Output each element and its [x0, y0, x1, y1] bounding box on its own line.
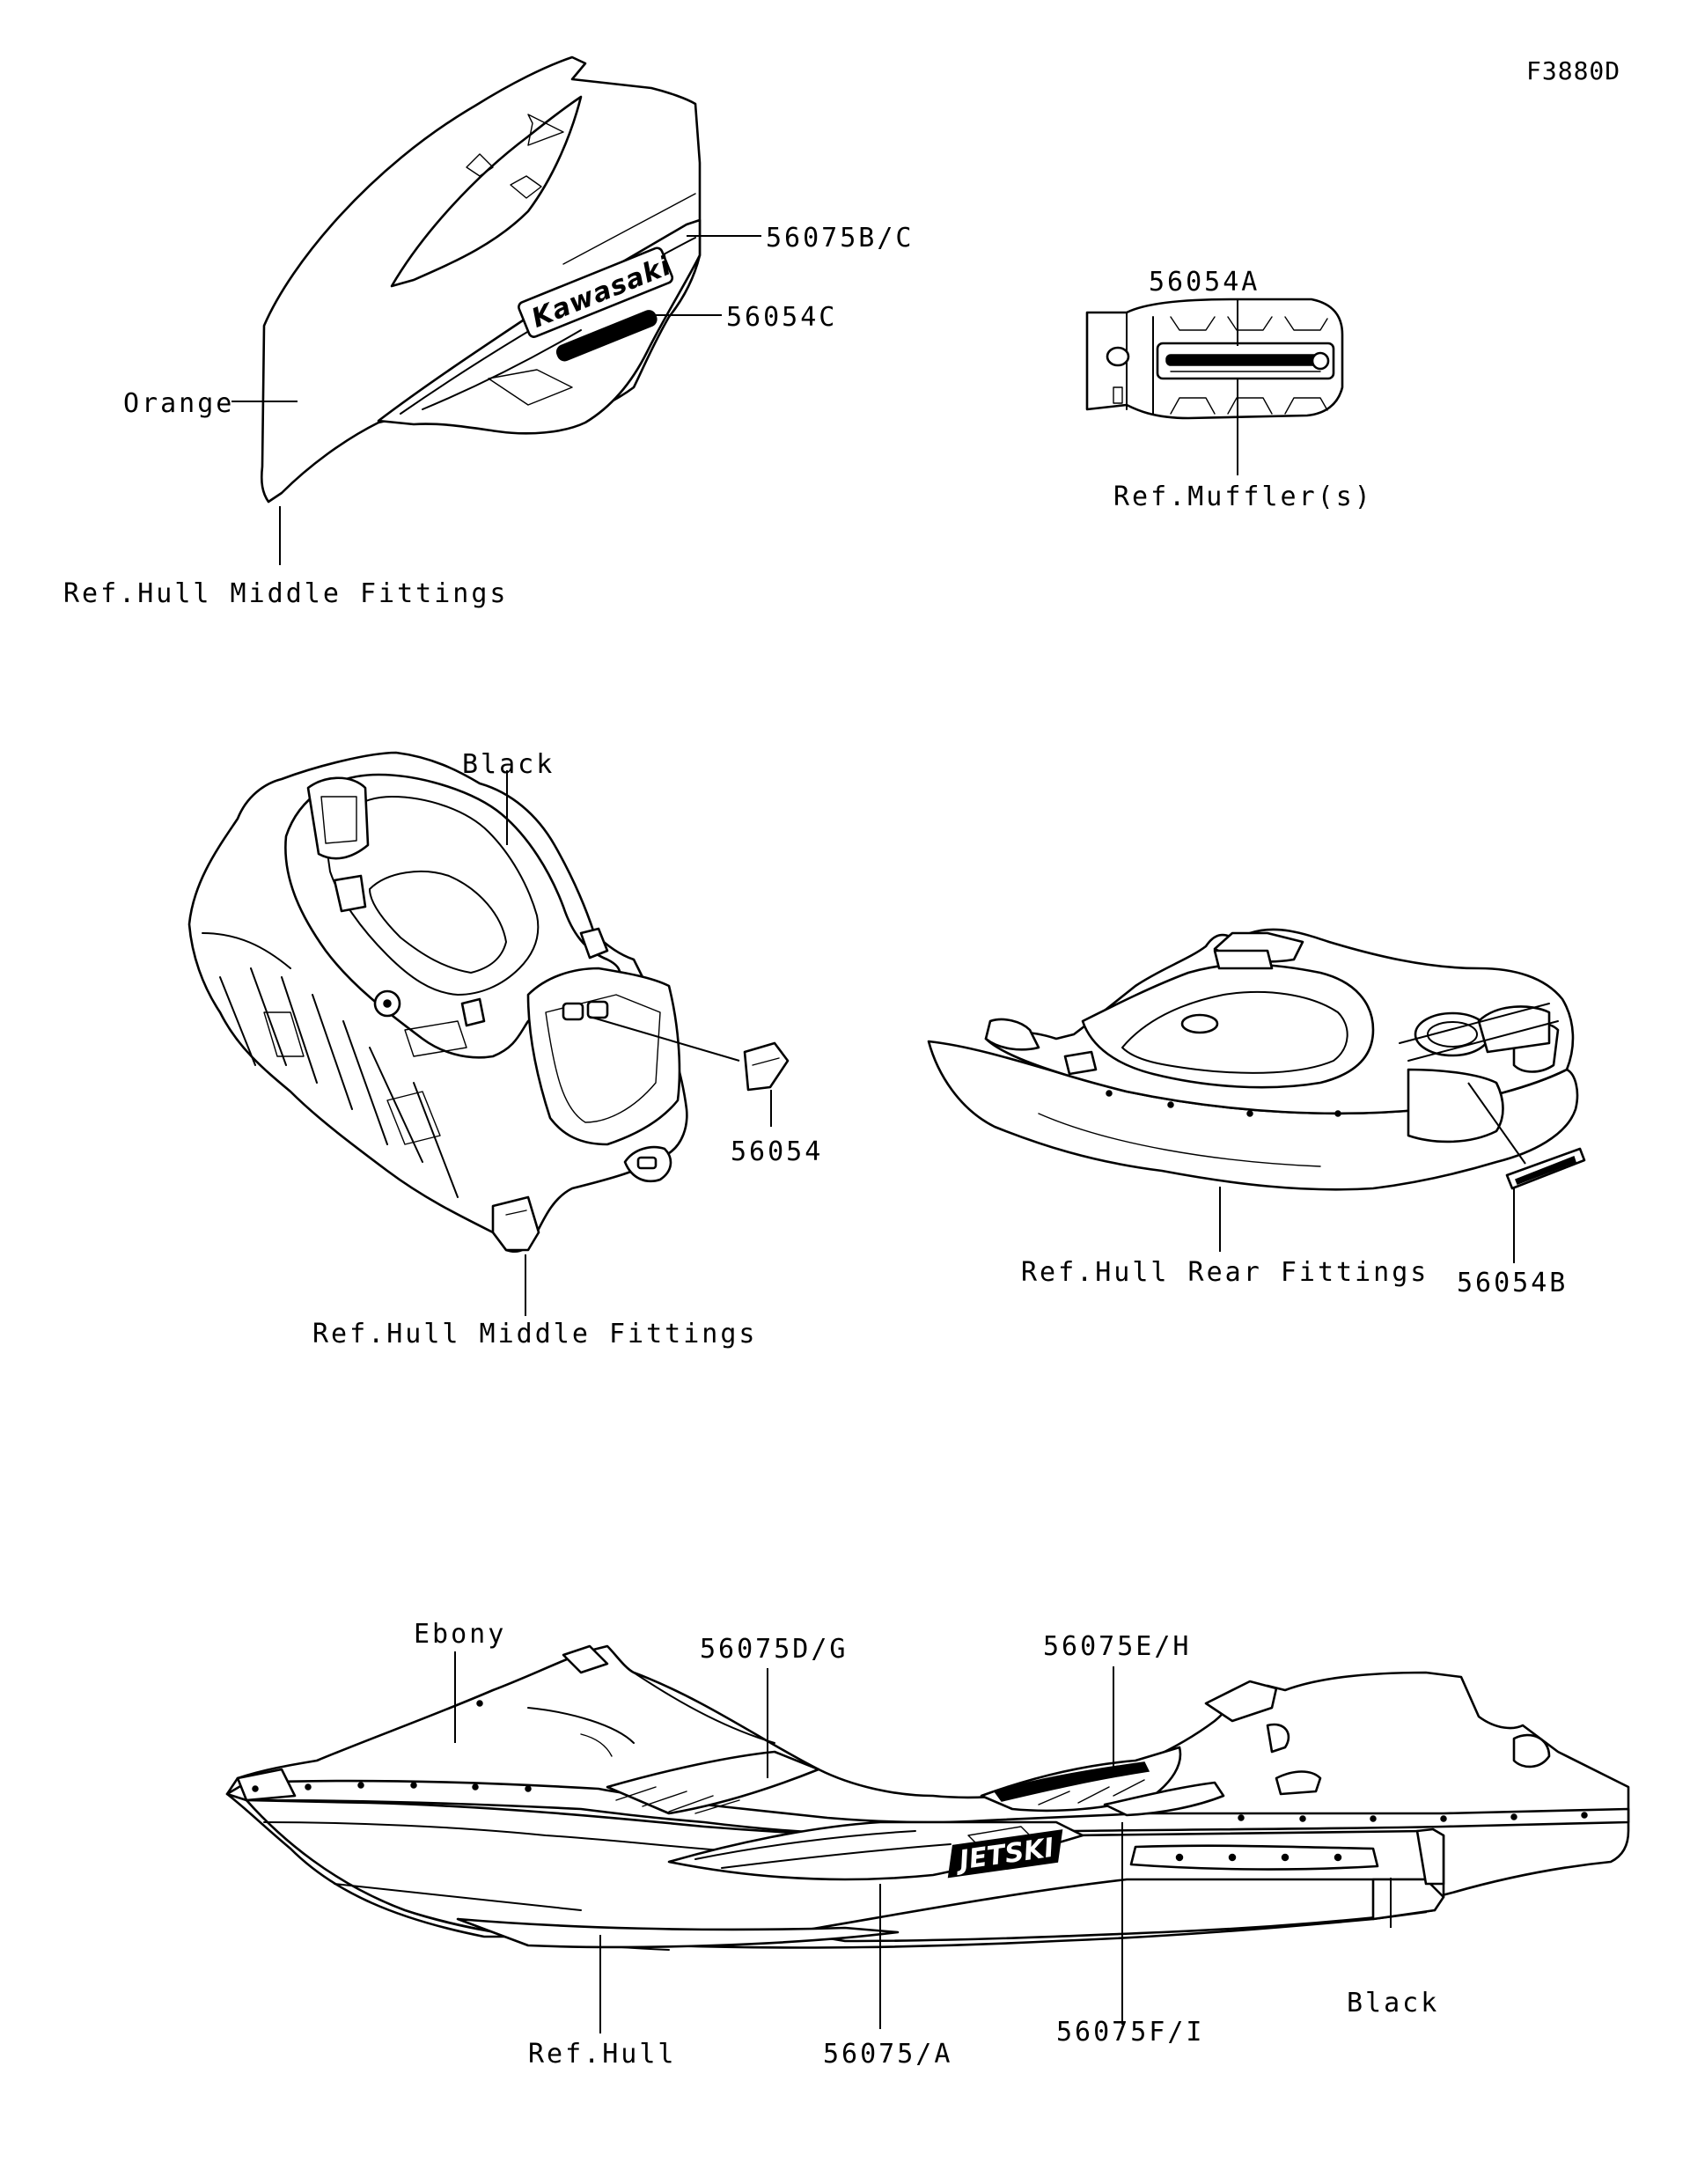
rear-deck [927, 928, 1579, 1191]
muffler-cover [1085, 298, 1344, 420]
front-deck-cover: Kawasaki [260, 55, 702, 504]
hull-color-top-label: Ebony [414, 1619, 506, 1650]
muffler-ref-label: Ref.Muffler(s) [1113, 482, 1373, 512]
part-56054a-label: 56054A [1149, 267, 1260, 298]
decal-56054 [743, 1041, 790, 1092]
part-56075-a-label: 56075/A [823, 2039, 952, 2070]
middle-deck [187, 751, 688, 1254]
front-deck-color-label: Orange [123, 388, 234, 419]
front-deck-ref-label: Ref.Hull Middle Fittings [63, 578, 508, 609]
diagram-code: F3880D [1526, 56, 1620, 85]
part-56054b-label: 56054B [1457, 1268, 1568, 1298]
part-56075b-c-label: 56075B/C [766, 223, 915, 254]
rear-deck-ref-label: Ref.Hull Rear Fittings [1021, 1257, 1429, 1288]
part-56054-label: 56054 [731, 1136, 823, 1167]
hull-color-bottom-label: Black [1347, 1988, 1439, 2019]
part-56075e-h-label: 56075E/H [1043, 1631, 1192, 1662]
hull-ref-label: Ref.Hull [528, 2039, 677, 2070]
decal-56054b [1505, 1147, 1586, 1190]
part-56054c-label: 56054C [726, 302, 837, 333]
part-56075f-i-label: 56075F/I [1056, 2017, 1205, 2048]
middle-deck-ref-label: Ref.Hull Middle Fittings [312, 1319, 757, 1349]
hull: JETSKI [225, 1644, 1630, 1951]
part-56075d-g-label: 56075D/G [700, 1634, 849, 1665]
middle-deck-color-label: Black [462, 749, 555, 780]
